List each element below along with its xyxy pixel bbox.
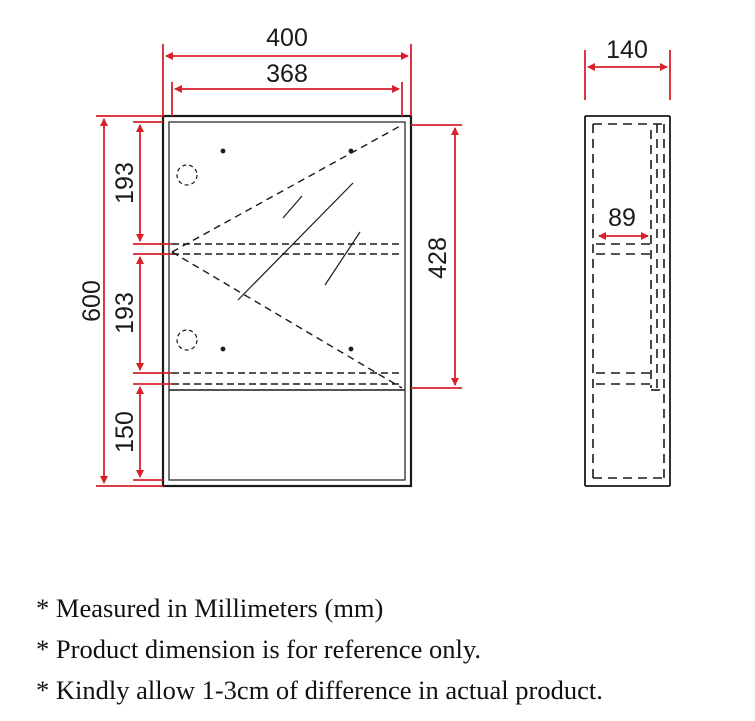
hinge-marks [176, 164, 198, 351]
dashed-shelf-lower [172, 372, 402, 385]
label-door-height: 428 [424, 237, 452, 279]
label-shelf-depth: 89 [608, 204, 636, 232]
note-reference: * Product dimension is for reference onl… [36, 634, 481, 664]
label-outer-width: 400 [266, 24, 308, 52]
note-tolerance: * Kindly allow 1-3cm of difference in ac… [36, 675, 603, 705]
side-view [584, 115, 671, 487]
label-bottom-section: 150 [111, 411, 139, 453]
label-inner-width: 368 [266, 60, 308, 88]
notes-list: * Measured in Millimeters (mm) * Product… [36, 588, 751, 711]
front-dimension-lines [96, 44, 462, 487]
cabinet-outer-frame [161, 114, 413, 488]
label-upper-section: 193 [111, 162, 139, 204]
label-middle-section: 193 [111, 292, 139, 334]
door-swing-lines [171, 124, 403, 389]
dashed-shelf-upper [172, 243, 402, 255]
note-units: * Measured in Millimeters (mm) [36, 593, 384, 623]
side-dimension-lines [584, 50, 671, 240]
cabinet-dimension-drawing: 400 368 600 193 193 150 428 140 89 [78, 24, 671, 488]
screw-holes [220, 148, 354, 352]
side-hidden-lines [592, 123, 665, 479]
front-view [161, 114, 413, 488]
cabinet-inner-frame [168, 121, 406, 481]
label-depth: 140 [606, 36, 648, 64]
mirror-reflection-marks [237, 182, 361, 301]
label-total-height: 600 [78, 280, 106, 322]
